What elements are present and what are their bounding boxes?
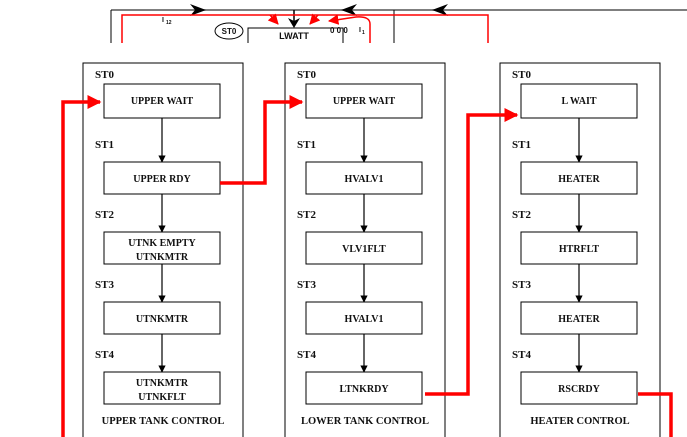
state-label: ST0	[95, 69, 114, 81]
red-feed-1	[267, 13, 279, 25]
state-box-label: UTNKMTR	[136, 314, 189, 325]
st0-ellipse	[214, 22, 244, 40]
state-label: ST0	[297, 69, 316, 81]
panel-title: LOWER TANK CONTROL	[301, 416, 429, 427]
i1-label: I	[359, 27, 361, 34]
state-label: ST2	[512, 209, 531, 221]
state-box-label-secondary: UTNKFLT	[138, 392, 186, 403]
i12-sub: 12	[166, 20, 172, 26]
state-box-label: UPPER RDY	[133, 174, 191, 185]
state-box-label: RSCRDY	[558, 384, 600, 395]
panel-title: HEATER CONTROL	[530, 416, 629, 427]
bus-arrow-right-icon	[190, 4, 206, 16]
state-box-label: HEATER	[558, 314, 600, 325]
state-label: ST2	[297, 209, 316, 221]
state-box	[305, 371, 423, 405]
lwatt-box	[247, 27, 344, 43]
st0-ellipse-label: ST0	[222, 27, 237, 36]
state-label: ST1	[297, 139, 316, 151]
state-box-label: VLV1FLT	[342, 244, 386, 255]
state-label: ST4	[512, 349, 531, 361]
flow-into-upper-wait	[61, 95, 102, 437]
flow-upper-rdy-to-lower	[220, 95, 304, 185]
red-feed-2	[309, 13, 321, 25]
red-return-loop	[121, 14, 489, 43]
state-box	[520, 371, 638, 405]
state-box-label: UTNK EMPTY	[128, 238, 196, 249]
state-box-label: UTNKMTR	[136, 378, 189, 389]
state-label: ST2	[95, 209, 114, 221]
state-box-label: HEATER	[558, 174, 600, 185]
state-box-label-secondary: UTNKMTR	[136, 252, 189, 263]
ooo-label: 0 0 0	[330, 26, 348, 35]
state-box-label: LTNKRDY	[339, 384, 389, 395]
panel-border	[499, 62, 661, 437]
state-box	[305, 161, 423, 195]
state-box	[305, 231, 423, 265]
state-box	[520, 83, 638, 119]
state-label: ST1	[512, 139, 531, 151]
state-box	[103, 231, 221, 265]
state-box-label: HTRFLT	[559, 244, 600, 255]
panel-title: UPPER TANK CONTROL	[102, 416, 225, 427]
panel-border	[82, 62, 244, 437]
state-label: ST1	[95, 139, 114, 151]
state-label: ST0	[512, 69, 531, 81]
bus-arrow-left-icon	[432, 4, 448, 16]
state-box	[103, 371, 221, 405]
top-strip: ST0 LWATT 0 0 0 I 12 I 1	[110, 4, 687, 43]
state-box-label: L WAIT	[561, 96, 596, 107]
state-box-label: UPPER WAIT	[333, 96, 396, 107]
state-box-label: HVALV1	[345, 314, 384, 325]
i1-sub: 1	[362, 30, 365, 36]
bus-arrow-left-icon	[341, 4, 357, 16]
red-feed-3	[327, 14, 371, 43]
state-box-label: UPPER WAIT	[131, 96, 194, 107]
flow-ltnkrdy-to-heater	[425, 108, 519, 396]
i12-label: I	[162, 17, 164, 24]
state-label: ST4	[297, 349, 316, 361]
state-box	[520, 231, 638, 265]
state-label: ST3	[512, 279, 531, 291]
state-box-label: HVALV1	[345, 174, 384, 185]
panel-border	[284, 62, 446, 437]
state-label: ST3	[297, 279, 316, 291]
state-label: ST4	[95, 349, 114, 361]
flow-lines	[61, 95, 673, 437]
state-box	[305, 83, 423, 119]
down-arrow-icon	[288, 18, 300, 28]
state-label: ST3	[95, 279, 114, 291]
lwatt-label: LWATT	[279, 31, 309, 41]
flow-rscrdy-out	[638, 392, 673, 437]
state-box	[520, 301, 638, 335]
state-box	[520, 161, 638, 195]
